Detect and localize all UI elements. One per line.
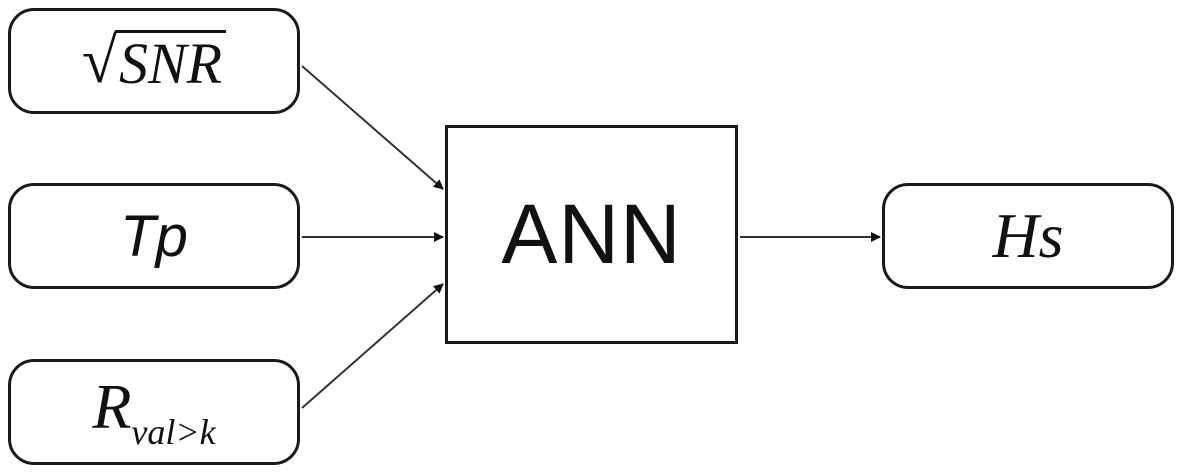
input-box-r-val-k: Rval>k xyxy=(8,359,300,465)
tp-label: Tp xyxy=(120,203,188,269)
r-label: Rval>k xyxy=(92,374,216,452)
radical-sign: √ xyxy=(81,25,117,96)
input-box-tp: Tp xyxy=(8,183,300,289)
arrow-snr-to-ann xyxy=(301,65,444,190)
ann-model-box: ANN xyxy=(445,125,738,344)
r-subscript: val>k xyxy=(131,411,216,452)
input-box-sqrt-snr: √ SNR xyxy=(8,8,300,114)
hs-label: Hs xyxy=(992,200,1064,271)
sqrt-expression: √ SNR xyxy=(81,25,227,96)
output-box-hs: Hs xyxy=(882,183,1174,289)
ann-label: ANN xyxy=(501,187,682,281)
arrow-r-to-ann xyxy=(301,283,444,409)
r-base: R xyxy=(92,370,132,442)
snr-label: SNR xyxy=(115,30,227,93)
